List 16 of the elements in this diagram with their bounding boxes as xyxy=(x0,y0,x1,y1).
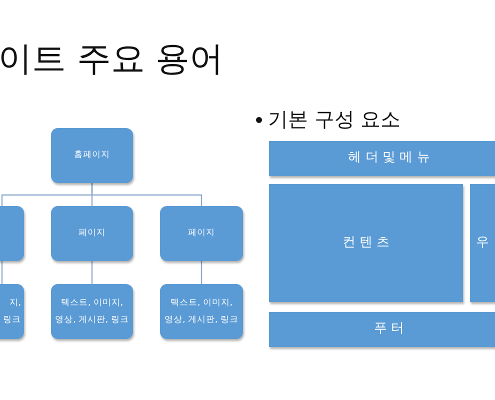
connector-line xyxy=(200,261,202,284)
text-box: 페이지 xyxy=(51,206,133,261)
slide-title: 이트 주요 용어 xyxy=(0,38,224,81)
text-box: 텍스트, 이미지, 영상, 게시판, 링크 xyxy=(160,284,243,339)
connector-line xyxy=(91,261,93,284)
text-box: 지, 링크 xyxy=(0,284,24,339)
text-box: 우 xyxy=(470,184,495,302)
text-box: 홈페이지 xyxy=(51,128,133,183)
text-box: 텍스트, 이미지, 영상, 게시판, 링크 xyxy=(51,284,133,339)
connector-line xyxy=(91,183,202,206)
text-box: 컨 텐 츠 xyxy=(269,184,463,302)
text-box: 헤 더 및 메 뉴 xyxy=(269,141,495,176)
connector-line xyxy=(1,261,3,284)
text-box: 페이지 xyxy=(160,206,243,261)
text-box: 푸 터 xyxy=(269,312,495,347)
section-heading: 기본 구성 요소 xyxy=(268,106,401,133)
